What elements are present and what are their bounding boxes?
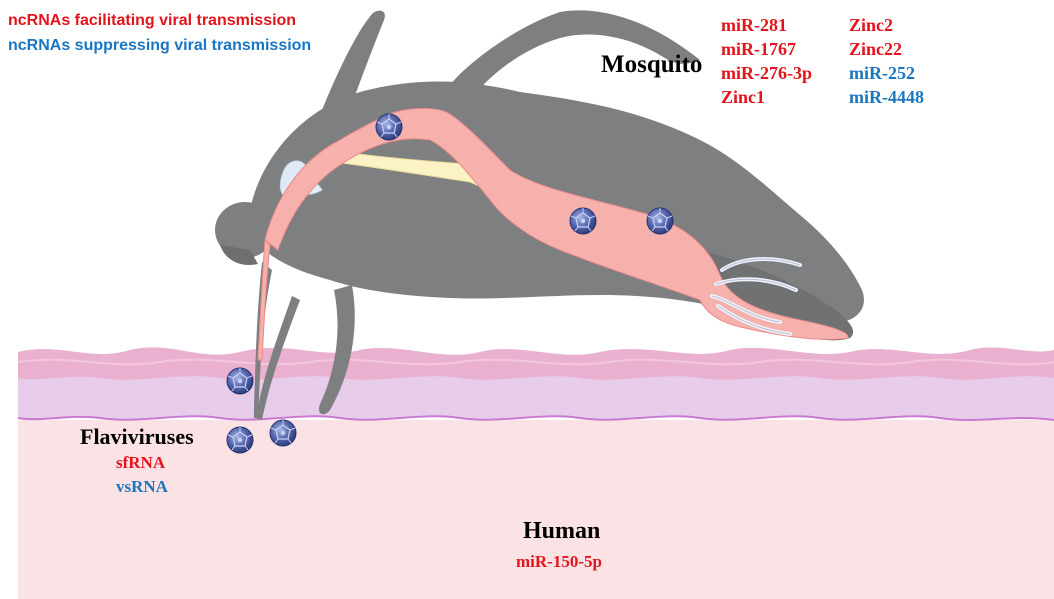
human-ncrna: miR-150-5p bbox=[516, 552, 602, 572]
mosquito-title: Mosquito bbox=[601, 51, 702, 79]
flaviviruses-title: Flaviviruses bbox=[80, 424, 194, 450]
mosquito-ncrna: miR-4448 bbox=[849, 87, 924, 108]
legend-suppressing: ncRNAs suppressing viral transmission bbox=[8, 37, 311, 55]
mosquito-ncrna: miR-281 bbox=[721, 15, 787, 36]
virus-particle-icon bbox=[270, 420, 296, 446]
virus-particle-icon bbox=[647, 208, 673, 234]
mosquito-ncrna: Zinc2 bbox=[849, 15, 893, 36]
flavivirus-ncrna: sfRNA bbox=[116, 453, 165, 473]
mosquito-ncrna: miR-1767 bbox=[721, 39, 796, 60]
mosquito-ncrna: miR-276-3p bbox=[721, 63, 812, 84]
mosquito-ncrna: miR-252 bbox=[849, 63, 915, 84]
mosquito-ncrna: Zinc1 bbox=[721, 87, 765, 108]
virus-particle-icon bbox=[376, 114, 402, 140]
virus-particle-icon bbox=[227, 368, 253, 394]
legend-facilitating: ncRNAs facilitating viral transmission bbox=[8, 12, 296, 30]
virus-particle-icon bbox=[227, 427, 253, 453]
flavivirus-ncrna: vsRNA bbox=[116, 477, 168, 497]
human-title: Human bbox=[523, 518, 600, 545]
virus-particle-icon bbox=[570, 208, 596, 234]
mosquito-ncrna: Zinc22 bbox=[849, 39, 902, 60]
